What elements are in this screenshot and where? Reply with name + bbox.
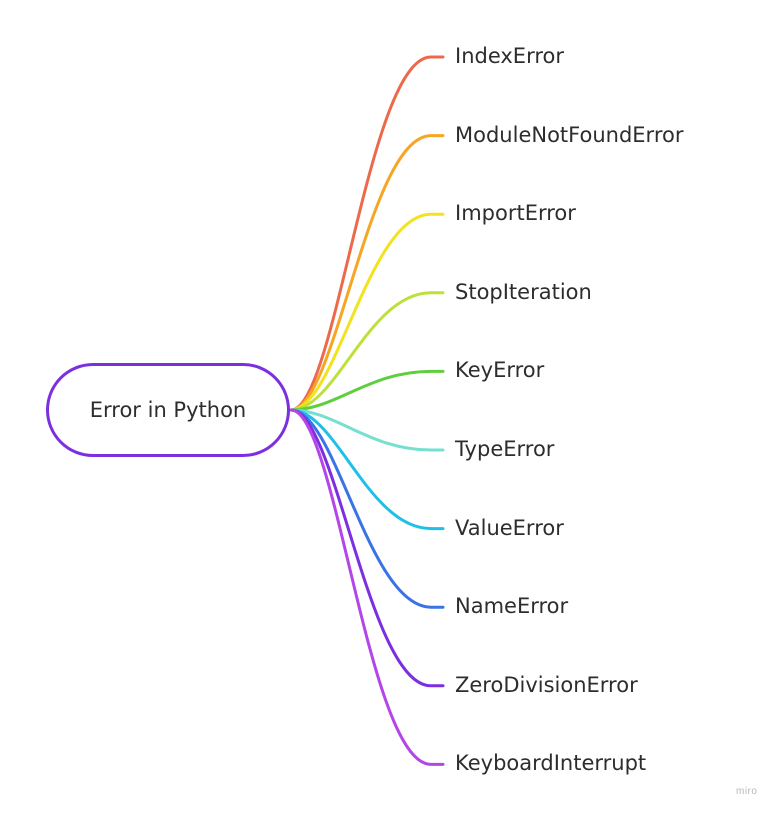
root-node[interactable]: Error in Python [46, 363, 290, 457]
child-node-typeerror[interactable]: TypeError [455, 437, 555, 461]
child-node-keyerror[interactable]: KeyError [455, 358, 545, 383]
child-node-modulenotfounderror[interactable]: ModuleNotFoundError [455, 122, 684, 147]
connector-stopiteration [289, 291, 445, 412]
child-node-valueerror[interactable]: ValueError [455, 515, 564, 540]
child-node-indexerror[interactable]: IndexError [455, 44, 564, 68]
connector-keyerror [289, 369, 445, 412]
child-node-importerror[interactable]: ImportError [455, 201, 576, 226]
connector-nameerror [289, 408, 445, 609]
child-node-keyboardinterrupt[interactable]: KeyboardInterrupt [455, 751, 647, 776]
connector-modulenotfounderror [289, 134, 445, 412]
connector-zerodivisionerror [289, 408, 445, 688]
connector-importerror [289, 212, 445, 412]
child-node-nameerror[interactable]: NameError [455, 594, 569, 619]
connector-valueerror [289, 408, 445, 531]
connector-keyboardinterrupt [289, 408, 445, 766]
root-node-label: Error in Python [89, 398, 247, 422]
connector-indexerror [289, 55, 445, 412]
miro-watermark: miro [736, 786, 758, 797]
child-node-zerodivisionerror[interactable]: ZeroDivisionError [455, 672, 638, 697]
child-node-stopiteration[interactable]: StopIteration [455, 279, 592, 304]
connector-typeerror [289, 408, 445, 452]
